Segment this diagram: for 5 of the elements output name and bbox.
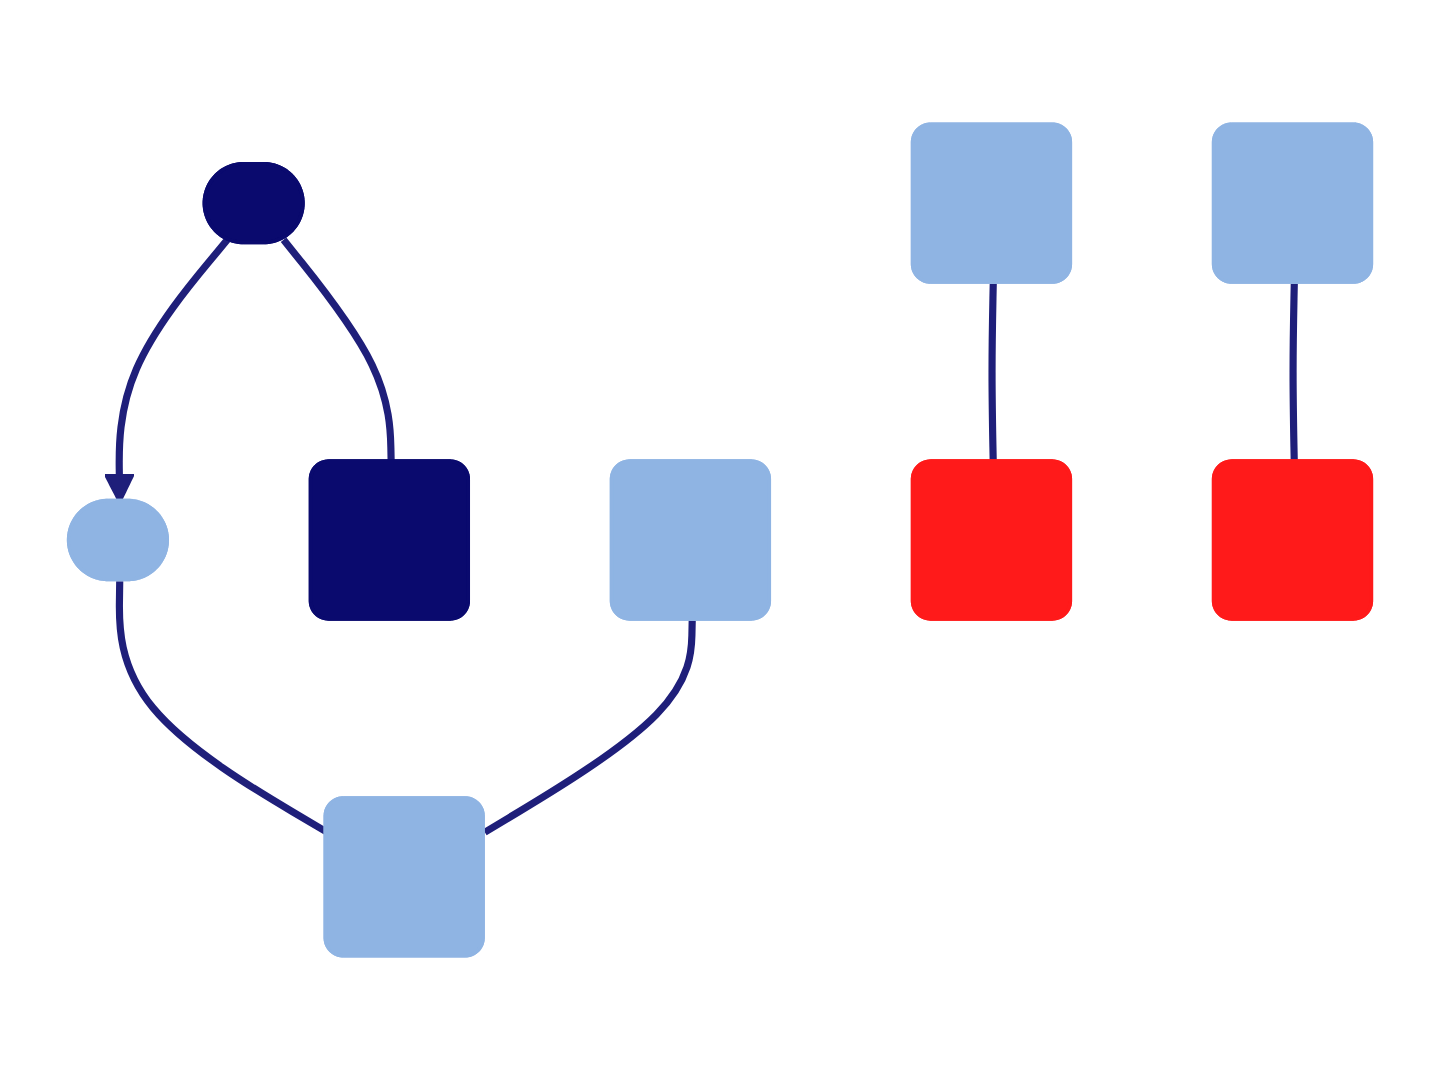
connector — [482, 620, 696, 836]
connector — [280, 237, 395, 464]
connector — [988, 283, 997, 464]
connector — [1289, 283, 1298, 464]
arrow — [103, 237, 231, 504]
